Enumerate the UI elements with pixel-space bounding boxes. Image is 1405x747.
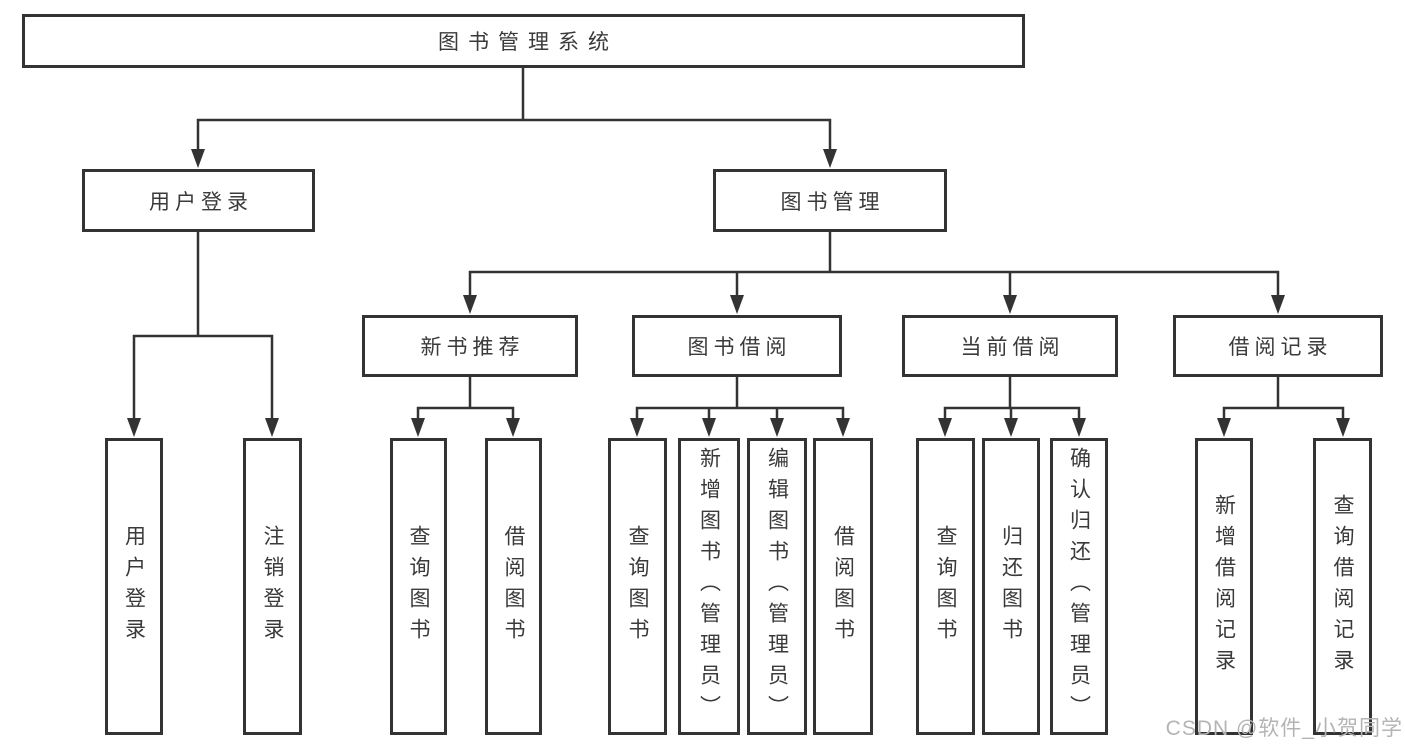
node-label: 查询借阅记录 (1331, 493, 1355, 680)
node-label: 图书借阅 (687, 336, 792, 359)
node-label: 查询图书 (934, 524, 958, 649)
leaf-user-login: 用户登录 (105, 438, 163, 735)
node-label: 新书推荐 (420, 336, 525, 359)
arrow-icon (191, 149, 205, 168)
arrow-icon (1336, 418, 1350, 437)
arrow-icon (1271, 295, 1285, 314)
arrow-icon (265, 418, 279, 437)
arrow-icon (1004, 418, 1018, 437)
node-label: 查询图书 (626, 524, 650, 649)
arrow-icon (630, 418, 644, 437)
arrow-icon (938, 418, 952, 437)
leaf-borrow-books: 借阅图书 (813, 438, 873, 735)
leaf-logout: 注销登录 (243, 438, 302, 735)
leaf-query-books-current: 查询图书 (916, 438, 975, 735)
node-current-borrowing: 当前借阅 (902, 315, 1118, 377)
arrow-icon (1072, 418, 1086, 437)
leaf-query-books-recommend: 查询图书 (390, 438, 447, 735)
node-label: 借阅记录 (1228, 336, 1333, 359)
node-label: 借阅图书 (831, 524, 855, 649)
arrow-icon (823, 149, 837, 168)
arrow-icon (411, 418, 425, 437)
arrow-icon (836, 418, 850, 437)
node-label: 当前借阅 (960, 336, 1065, 359)
arrow-icon (1217, 418, 1231, 437)
node-label: 用户登录 (149, 190, 253, 214)
node-borrowing-records: 借阅记录 (1173, 315, 1383, 377)
leaf-edit-book-admin: 编辑图书（管理员） (747, 438, 807, 735)
leaf-add-borrow-record: 新增借阅记录 (1195, 438, 1253, 735)
arrow-icon (730, 295, 744, 314)
node-label: 用户登录 (122, 524, 146, 649)
arrow-icon (770, 418, 784, 437)
arrow-icon (127, 418, 141, 437)
csdn-watermark: CSDN @软件_小贺同学 (1165, 717, 1403, 740)
node-new-book-recommend: 新书推荐 (362, 315, 578, 377)
arrow-icon (463, 295, 477, 314)
node-book-management: 图书管理 (713, 169, 947, 232)
node-label: 图书管理 (780, 190, 885, 214)
arrow-icon (702, 418, 716, 437)
node-label: 新增图书（管理员） (697, 447, 721, 726)
leaf-query-borrow-record: 查询借阅记录 (1313, 438, 1372, 735)
leaf-query-books-borrowing: 查询图书 (608, 438, 667, 735)
node-label: 归还图书 (999, 524, 1023, 649)
node-label: 新增借阅记录 (1212, 493, 1236, 680)
node-label: 确认归还（管理员） (1067, 447, 1091, 726)
arrow-icon (1003, 295, 1017, 314)
arrow-icon (506, 418, 520, 437)
leaf-borrow-books-recommend: 借阅图书 (485, 438, 542, 735)
leaf-return-books: 归还图书 (982, 438, 1040, 735)
leaf-confirm-return-admin: 确认归还（管理员） (1050, 438, 1108, 735)
node-label: 图书管理系统 (438, 31, 618, 54)
leaf-add-book-admin: 新增图书（管理员） (678, 438, 740, 735)
node-library-management-system: 图书管理系统 (22, 14, 1025, 68)
node-user-login: 用户登录 (82, 169, 315, 232)
node-label: 编辑图书（管理员） (765, 447, 789, 726)
node-book-borrowing: 图书借阅 (632, 315, 842, 377)
node-label: 查询图书 (407, 524, 431, 649)
node-label: 借阅图书 (502, 524, 526, 649)
node-label: 注销登录 (261, 524, 285, 649)
